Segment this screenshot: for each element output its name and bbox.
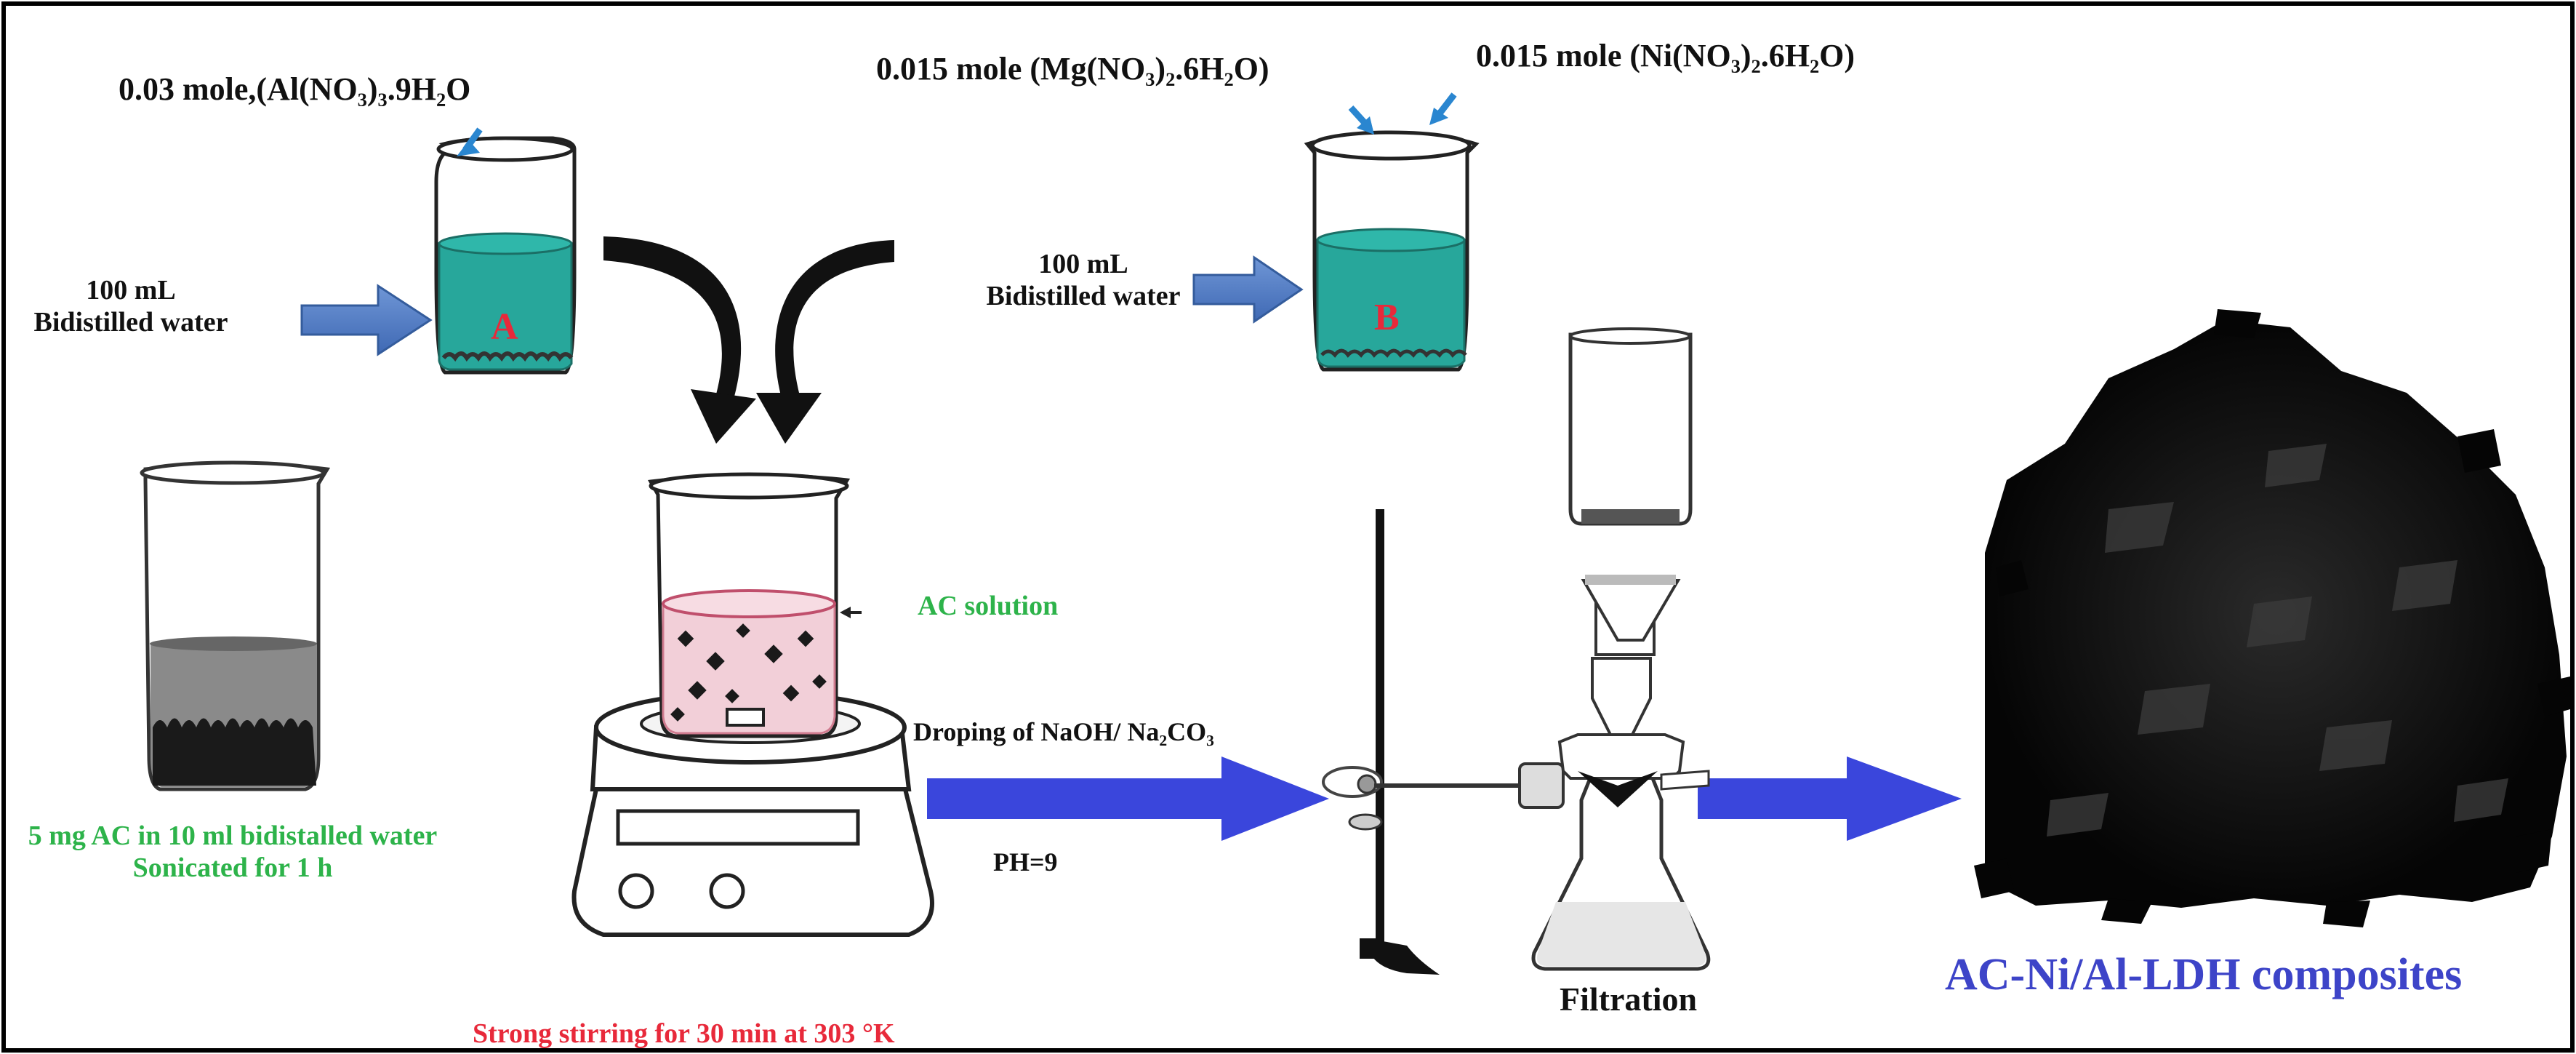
beaker-ac	[140, 460, 331, 791]
beaker-stirring	[648, 472, 862, 738]
water-b-label: 100 mL Bidistilled water	[974, 249, 1192, 312]
beaker-b-letter: B	[1374, 297, 1400, 338]
water-b-type: Bidistilled water	[986, 280, 1181, 311]
beaker-a	[434, 127, 577, 375]
beaker-b	[1304, 92, 1480, 372]
curved-arrow-right	[756, 240, 894, 444]
reagent-mg-label: 0.015 mole (Mg(NO₃)₂.6H₂O)	[876, 51, 1269, 87]
reagent-ni-label: 0.015 mole (Ni(NO₃)₂.6H₂O)	[1476, 38, 1855, 73]
arrow-reagent-ni	[1437, 92, 1457, 116]
ac-prep-label: 5 mg AC in 10 ml bidistalled water Sonic…	[0, 821, 465, 884]
arrow-reagent-mg	[1348, 105, 1368, 127]
arrow-to-product	[1698, 756, 1962, 841]
product-image	[1974, 309, 2570, 927]
water-a-type: Bidistilled water	[33, 306, 228, 338]
curved-arrow-left	[603, 236, 756, 444]
stirring-condition-label: Strong stirring for 30 min at 303 °K	[473, 1018, 895, 1049]
filtration-apparatus	[1322, 327, 1711, 975]
ph-label: PH=9	[993, 847, 1058, 877]
filtration-label: Filtration	[1560, 981, 1698, 1018]
ac-solution-label: AC solution	[918, 591, 1059, 621]
arrow-water-b	[1192, 255, 1304, 324]
reagent-a-label: 0.03 mole,(Al(NO₃)₃.9H₂O	[119, 71, 471, 107]
water-a-volume: 100 mL	[86, 275, 176, 306]
arrow-to-filtration	[927, 756, 1329, 841]
ac-prep-line2: Sonicated for 1 h	[132, 852, 333, 883]
arrow-water-a	[300, 284, 433, 356]
beaker-a-letter: A	[491, 306, 518, 348]
water-a-label: 100 mL Bidistilled water	[15, 275, 247, 338]
product-label: AC-Ni/Al-LDH composites	[1945, 950, 2463, 999]
ac-prep-line1: 5 mg AC in 10 ml bidistalled water	[28, 821, 438, 851]
dropping-label: Droping of NaOH/ Na₂CO₃	[913, 717, 1214, 746]
water-b-volume: 100 mL	[1038, 249, 1128, 279]
